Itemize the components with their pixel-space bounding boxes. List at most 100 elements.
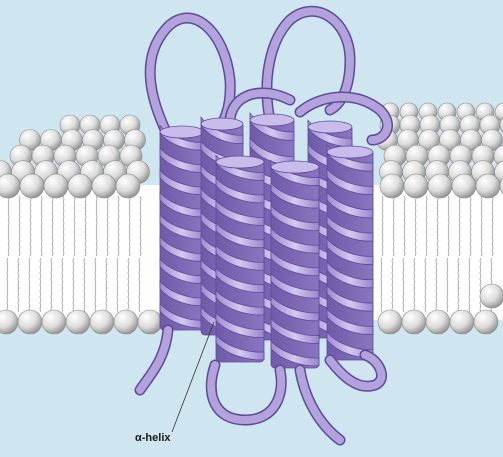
lipid-tail [28,257,31,313]
lipid-head [494,102,503,122]
lipid-tail [138,257,141,313]
lipid-head [425,309,451,335]
lipid-tail [402,257,405,313]
lipid-tail [380,257,383,313]
helix-ribbon-turn [270,294,320,322]
helix-ribbon-turn [270,249,320,277]
lipid-tail [436,195,439,257]
lipid-tail [479,257,482,313]
helix-ribbon-turn [215,334,265,361]
lipid-tail [39,257,42,313]
lipid-tail [469,195,472,257]
lipid-head [479,283,503,309]
lipid-tail [51,195,54,257]
lipid-tail [50,257,53,313]
helix-ribbon-turn [215,311,265,338]
lower-leaflet-heads [0,283,503,335]
lipid-tail [73,195,76,257]
lipid-tail [414,195,417,257]
lipid-tail [29,195,32,257]
helix-ribbon-turn [326,214,374,242]
lipid-tail [84,195,87,257]
helix-top-end [159,125,205,139]
lipid-tail [7,195,10,257]
lipid-tail [6,257,9,313]
lipid-tail [392,195,395,257]
lipid-head [475,173,501,199]
helix-ribbon-turn [270,317,320,344]
lipid-tail [83,257,86,313]
helix-ribbon-turn [270,339,320,367]
helix-6 [270,159,320,369]
helix-ribbon-turn [215,266,265,293]
helix-ribbon-turn [270,204,320,231]
lipid-tail [435,257,438,313]
lipid-head [91,173,117,199]
lipid-tail [94,257,97,313]
helix-ribbon-turn [270,181,320,209]
helix-ribbon-turn [215,244,265,271]
lipid-tail [480,195,483,257]
helix-ribbon-turn [249,136,295,166]
lipid-tail [105,257,108,313]
helix-ribbon-turn [270,227,320,254]
helix-ribbon-turn [326,284,374,312]
lipid-tail [128,195,131,257]
lipid-head [41,309,67,335]
lipid-tail [116,257,119,313]
lipid-head [43,173,69,199]
lipid-head [67,173,93,199]
intracellular-loop-1-highlight [207,361,286,425]
helix-label-leader [171,321,215,433]
lipid-head [449,309,475,335]
lipid-head [451,173,477,199]
transmembrane-protein [134,5,393,446]
lipid-head [493,144,503,168]
lipid-head [377,309,403,335]
lipid-tail [17,257,20,313]
lipid-tails [6,195,494,313]
helix-top-end [326,145,374,159]
helix-7 [326,144,374,361]
helix-label: α-helix [135,432,171,444]
helix-top-end [249,113,295,127]
lipid-head [113,309,139,335]
helix-ribbon-turn [326,307,374,335]
lipid-head [89,309,115,335]
lipid-tail [381,195,384,257]
helix-top-end [307,120,353,134]
lipid-tail [424,257,427,313]
lipid-head [137,309,163,335]
extracellular-loop-4-highlight [296,93,392,144]
lipid-tail [72,257,75,313]
lipid-tail [127,257,130,313]
helix-top-end [215,155,265,169]
helix-ribbon-turn [326,237,374,265]
lipid-tail [491,195,494,257]
extracellular-loop-2-highlight [262,7,355,124]
lipid-head [401,309,427,335]
lipid-tail [413,257,416,313]
lipid-tail [61,257,64,313]
lipid-head [403,173,429,199]
lipid-tail [425,195,428,257]
helix-ribbon-turn [270,272,320,299]
lipid-tail [457,257,460,313]
helix-ribbon-turn [215,221,265,249]
lipid-head [17,309,43,335]
lipid-tail [446,257,449,313]
lipid-tail [458,195,461,257]
upper-leaflet-heads [0,102,503,199]
lipid-tail [468,257,471,313]
lipid-tail [139,195,142,257]
helix-1 [159,124,205,331]
helix-ribbon-turn [326,190,374,219]
intracellular-loop-2-highlight [326,351,386,391]
lipid-tail [95,195,98,257]
lipid-head [473,309,499,335]
lipid-head [115,173,141,199]
helix-ribbon-turn [215,199,265,226]
c-terminus-highlight [296,366,344,444]
lipid-tail [391,257,394,313]
